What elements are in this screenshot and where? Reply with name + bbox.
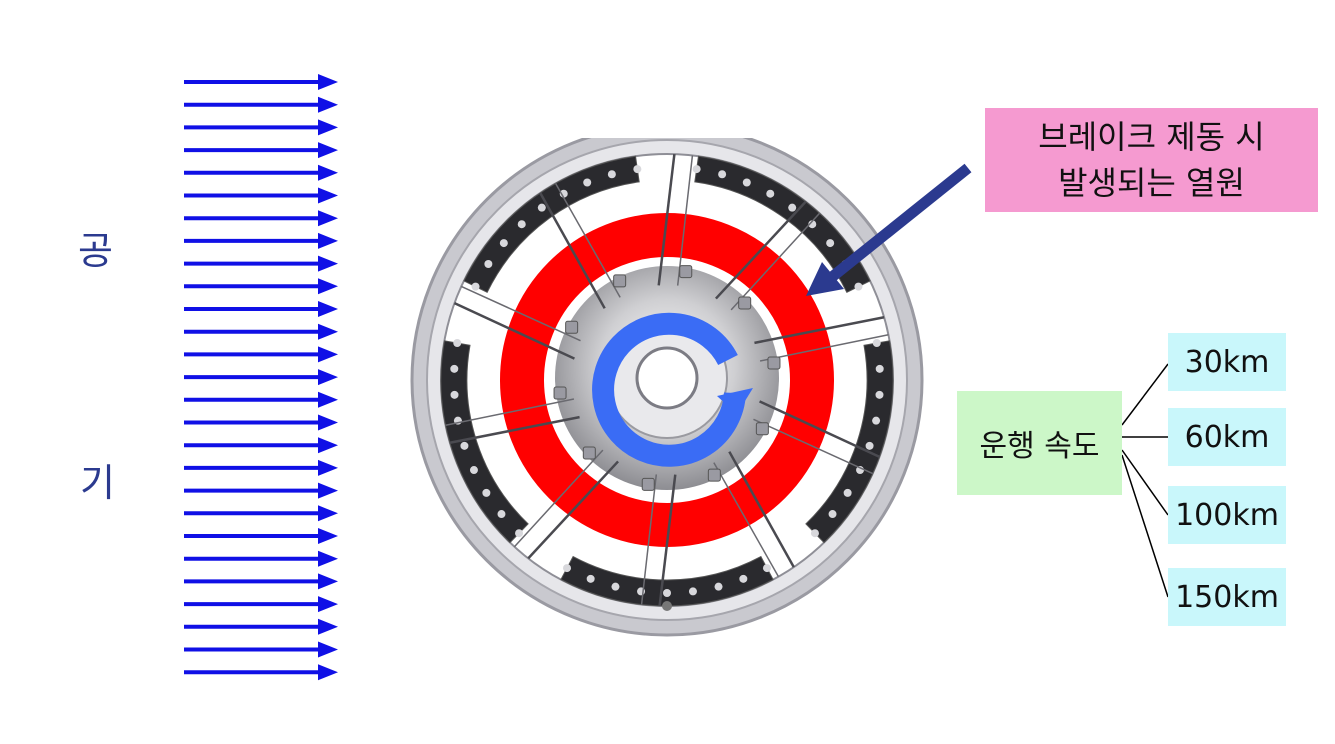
speed-label-box: 운행 속도 — [957, 391, 1122, 495]
speed-option-60: 60km — [1168, 408, 1286, 466]
hub-bolts — [553, 265, 781, 491]
speed-branch-3 — [1121, 449, 1169, 516]
airflow-arrow-icon — [184, 346, 338, 363]
wheel-spokes — [445, 153, 889, 607]
speed-option-150: 150km — [1168, 568, 1286, 626]
airflow-arrow-icon — [184, 255, 338, 272]
center-bore — [635, 346, 699, 410]
airflow-arrow-icon — [184, 210, 338, 227]
airflow-arrow-icon — [184, 573, 338, 590]
airflow-arrow-icon — [184, 142, 338, 159]
airflow-arrow-icon — [184, 618, 338, 635]
airflow-arrow-icon — [184, 391, 338, 408]
airflow-arrow-icon — [184, 528, 338, 544]
airflow-arrow-icon — [184, 482, 338, 499]
airflow-arrow-icon — [184, 596, 338, 613]
airflow-arrow-icon — [184, 278, 338, 295]
heat-callout-line2: 발생되는 열원 — [1058, 164, 1245, 202]
air-label-bottom: 기 — [80, 461, 115, 505]
heat-callout-line1: 브레이크 제동 시 — [1038, 118, 1265, 156]
speed-option-100: 100km — [1168, 486, 1286, 544]
airflow-arrow-icon — [184, 187, 338, 204]
airflow-arrow-icon — [184, 164, 338, 181]
airflow-arrow-icon — [184, 74, 338, 90]
airflow-arrow-icon — [184, 459, 338, 476]
airflow-arrow-icon — [184, 414, 338, 431]
airflow-arrow-icon — [184, 550, 338, 567]
rotation-arrow-icon — [592, 312, 746, 467]
airflow-arrow-icon — [184, 323, 338, 340]
airflow-arrow-icon — [184, 641, 338, 658]
heat-ring — [500, 213, 834, 547]
airflow-arrow-icon — [184, 437, 338, 454]
airflow-arrow-icon — [184, 232, 338, 249]
airflow-arrow-icon — [184, 505, 338, 522]
speed-branch-4 — [1121, 454, 1169, 598]
airflow-arrow-icon — [184, 301, 338, 317]
wheel-diagram — [410, 138, 924, 637]
airflow-arrow-icon — [184, 119, 338, 136]
airflow-arrow-icon — [184, 369, 338, 386]
speed-branch-1 — [1121, 363, 1169, 426]
bolt-ring — [440, 155, 894, 607]
airflow-arrow-icon — [184, 96, 338, 113]
airflow-arrows — [184, 74, 338, 681]
heat-source-callout: 브레이크 제동 시 발생되는 열원 — [985, 108, 1318, 212]
speed-option-30: 30km — [1168, 333, 1286, 391]
airflow-arrow-icon — [184, 664, 338, 681]
air-label-top: 공 — [78, 229, 113, 273]
